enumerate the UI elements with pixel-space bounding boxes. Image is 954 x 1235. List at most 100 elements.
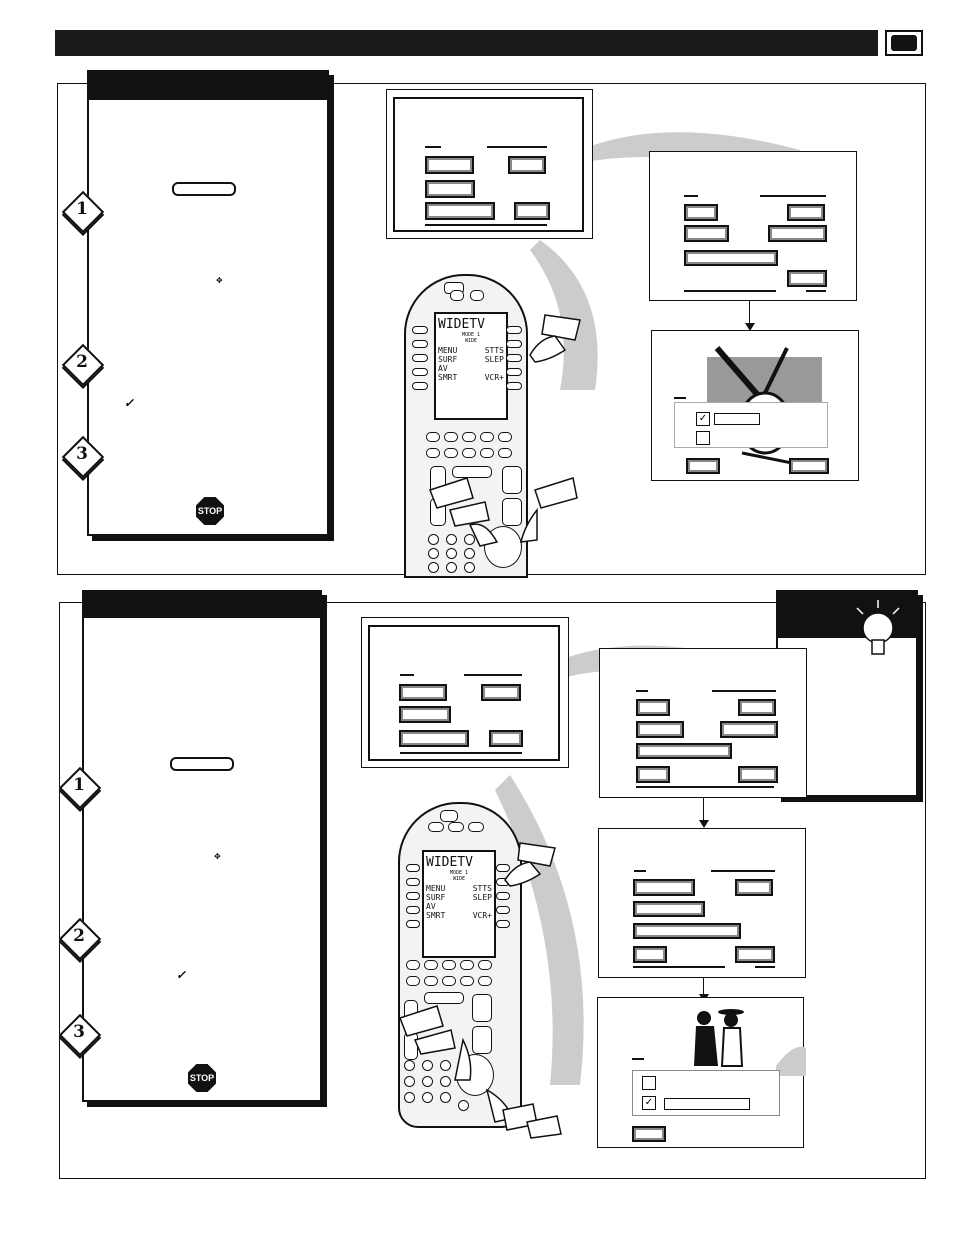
number-button[interactable] xyxy=(440,1060,451,1071)
remote-side-button[interactable] xyxy=(496,892,510,900)
number-button[interactable] xyxy=(404,1076,415,1087)
remote-row-button[interactable] xyxy=(462,448,476,458)
number-button[interactable] xyxy=(404,1060,415,1071)
remote-row-button[interactable] xyxy=(444,432,458,442)
play-button[interactable] xyxy=(424,992,464,1004)
remote-row-button[interactable] xyxy=(498,432,512,442)
menu-button[interactable] xyxy=(399,684,447,701)
submenu-button[interactable] xyxy=(636,766,670,783)
number-button[interactable] xyxy=(422,1060,433,1071)
menu-button[interactable] xyxy=(425,156,474,174)
number-button[interactable] xyxy=(422,1092,433,1103)
submenu-button[interactable] xyxy=(633,923,741,939)
option-button[interactable] xyxy=(789,458,829,474)
remote-row-button[interactable] xyxy=(462,432,476,442)
number-button[interactable] xyxy=(428,562,439,573)
remote-row-button[interactable] xyxy=(424,960,438,970)
checkbox-empty[interactable] xyxy=(642,1076,656,1090)
menu-button-highlighted[interactable] xyxy=(481,684,521,701)
check-icon[interactable]: ✓ xyxy=(642,1096,656,1110)
number-button[interactable] xyxy=(440,1092,451,1103)
remote-row-button[interactable] xyxy=(478,960,492,970)
remote-side-button[interactable] xyxy=(496,864,510,872)
number-button[interactable] xyxy=(404,1092,415,1103)
remote-side-button[interactable] xyxy=(406,878,420,886)
remote-side-button[interactable] xyxy=(406,906,420,914)
submenu-button[interactable] xyxy=(787,270,827,287)
menu-button[interactable] xyxy=(514,202,550,220)
remote-side-button[interactable] xyxy=(506,382,522,390)
submenu-button[interactable] xyxy=(720,721,778,738)
submenu-button[interactable] xyxy=(633,879,695,896)
remote-side-button[interactable] xyxy=(406,864,420,872)
volume-plus-button[interactable] xyxy=(502,466,522,494)
remote-side-button[interactable] xyxy=(506,368,522,376)
volume-plus-button[interactable] xyxy=(472,994,492,1022)
remote-side-button[interactable] xyxy=(412,382,428,390)
remote-row-button[interactable] xyxy=(480,448,494,458)
submenu-button[interactable] xyxy=(636,699,670,716)
submenu-button[interactable] xyxy=(735,946,775,963)
remote-row-button[interactable] xyxy=(498,448,512,458)
number-button[interactable] xyxy=(464,548,475,559)
remote-row-button[interactable] xyxy=(426,448,440,458)
remote-row-button[interactable] xyxy=(406,960,420,970)
remote-row-button[interactable] xyxy=(406,976,420,986)
check-icon[interactable]: ✓ xyxy=(696,412,710,426)
volume-minus-button[interactable] xyxy=(502,498,522,526)
submenu-button-highlighted[interactable] xyxy=(633,901,705,917)
submenu-button[interactable] xyxy=(787,204,825,221)
remote-row-button[interactable] xyxy=(426,432,440,442)
menu-button-highlighted[interactable] xyxy=(508,156,546,174)
remote-side-button[interactable] xyxy=(506,354,522,362)
submenu-button[interactable] xyxy=(684,204,718,221)
remote-row-button[interactable] xyxy=(442,960,456,970)
menu-button[interactable] xyxy=(425,202,495,220)
remote-side-button[interactable] xyxy=(506,326,522,334)
submenu-button[interactable] xyxy=(633,946,667,963)
remote-side-button[interactable] xyxy=(412,340,428,348)
menu-button[interactable] xyxy=(425,180,475,198)
remote-row-button[interactable] xyxy=(424,976,438,986)
remote-side-button[interactable] xyxy=(412,368,428,376)
submenu-button[interactable] xyxy=(768,225,827,242)
menu-button[interactable] xyxy=(399,730,469,747)
remote-side-button[interactable] xyxy=(506,340,522,348)
submenu-button[interactable] xyxy=(636,721,684,738)
remote-side-button[interactable] xyxy=(412,326,428,334)
number-button[interactable] xyxy=(440,1076,451,1087)
remote-row-button[interactable] xyxy=(478,976,492,986)
remote-side-button[interactable] xyxy=(406,920,420,928)
checkbox-empty[interactable] xyxy=(696,431,710,445)
submenu-button-highlighted[interactable] xyxy=(684,250,778,266)
submenu-button[interactable] xyxy=(738,699,776,716)
remote-row-button[interactable] xyxy=(460,960,474,970)
remote-side-button[interactable] xyxy=(412,354,428,362)
submenu-button[interactable] xyxy=(636,743,732,759)
option-button[interactable] xyxy=(632,1126,666,1142)
submenu-button-highlighted[interactable] xyxy=(738,766,778,783)
volume-minus-button[interactable] xyxy=(472,1026,492,1054)
remote-side-button[interactable] xyxy=(406,892,420,900)
number-button[interactable] xyxy=(446,534,457,545)
number-button[interactable] xyxy=(422,1076,433,1087)
remote-row-button[interactable] xyxy=(442,976,456,986)
number-button[interactable] xyxy=(428,534,439,545)
number-button[interactable] xyxy=(446,548,457,559)
option-button[interactable] xyxy=(686,458,720,474)
number-button[interactable] xyxy=(464,534,475,545)
menu-button[interactable] xyxy=(489,730,523,747)
remote-row-button[interactable] xyxy=(480,432,494,442)
play-button[interactable] xyxy=(452,466,492,478)
submenu-button[interactable] xyxy=(735,879,773,896)
number-button[interactable] xyxy=(446,562,457,573)
remote-side-button[interactable] xyxy=(496,906,510,914)
number-button[interactable] xyxy=(464,562,475,573)
remote-row-button[interactable] xyxy=(444,448,458,458)
remote-side-button[interactable] xyxy=(496,920,510,928)
menu-button[interactable] xyxy=(399,706,451,723)
number-button[interactable] xyxy=(428,548,439,559)
number-button[interactable] xyxy=(458,1100,469,1111)
submenu-button[interactable] xyxy=(684,225,729,242)
remote-row-button[interactable] xyxy=(460,976,474,986)
